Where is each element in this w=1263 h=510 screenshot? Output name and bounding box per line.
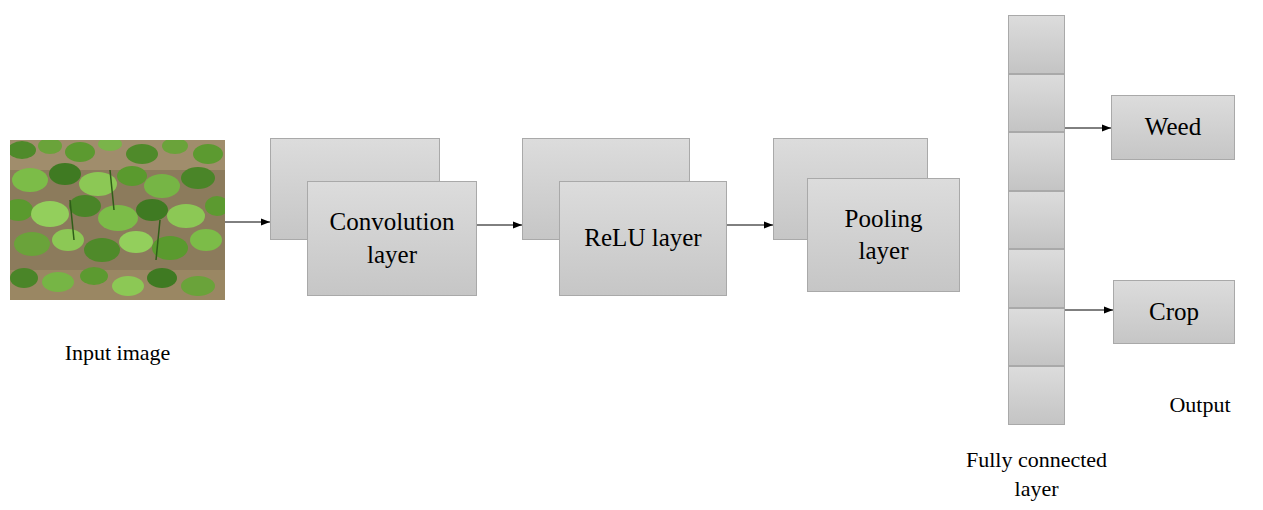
neuron-cell	[1008, 132, 1065, 191]
output-box: Weed	[1111, 95, 1235, 160]
output-box: Crop	[1113, 280, 1235, 344]
neuron-cell	[1008, 74, 1065, 133]
layer-box: Pooling layer	[807, 178, 960, 292]
flow-arrow	[1065, 128, 1111, 129]
flow-arrow	[1065, 310, 1113, 311]
flow-arrow	[477, 225, 522, 226]
flow-arrow	[727, 225, 773, 226]
layer-box: ReLU layer	[559, 181, 727, 296]
convolution-layer: Convolution layer	[270, 138, 477, 296]
node-text: Fully connected layer	[947, 445, 1127, 503]
relu-layer: ReLU layer	[522, 138, 727, 296]
field-photo	[10, 140, 225, 300]
pooling-layer: Pooling layer	[773, 138, 960, 292]
node-text: Convolution layer	[318, 206, 466, 271]
node-text: Crop	[1149, 296, 1199, 329]
neuron-cell	[1008, 191, 1065, 250]
node-text: Pooling layer	[826, 203, 941, 268]
neuron-cell	[1008, 308, 1065, 367]
neuron-cell	[1008, 249, 1065, 308]
node-text: Weed	[1145, 111, 1201, 144]
neuron-cell	[1008, 366, 1065, 425]
node-text: Input image	[10, 338, 225, 368]
input-image: Input image	[10, 140, 225, 300]
flow-arrow	[225, 222, 270, 223]
layer-box: Convolution layer	[307, 181, 477, 296]
fully-connected-layer: Fully connected layer	[1008, 15, 1065, 425]
neuron-cell	[1008, 15, 1065, 74]
node-text: ReLU layer	[584, 222, 701, 255]
output-label: Output	[1130, 392, 1263, 418]
